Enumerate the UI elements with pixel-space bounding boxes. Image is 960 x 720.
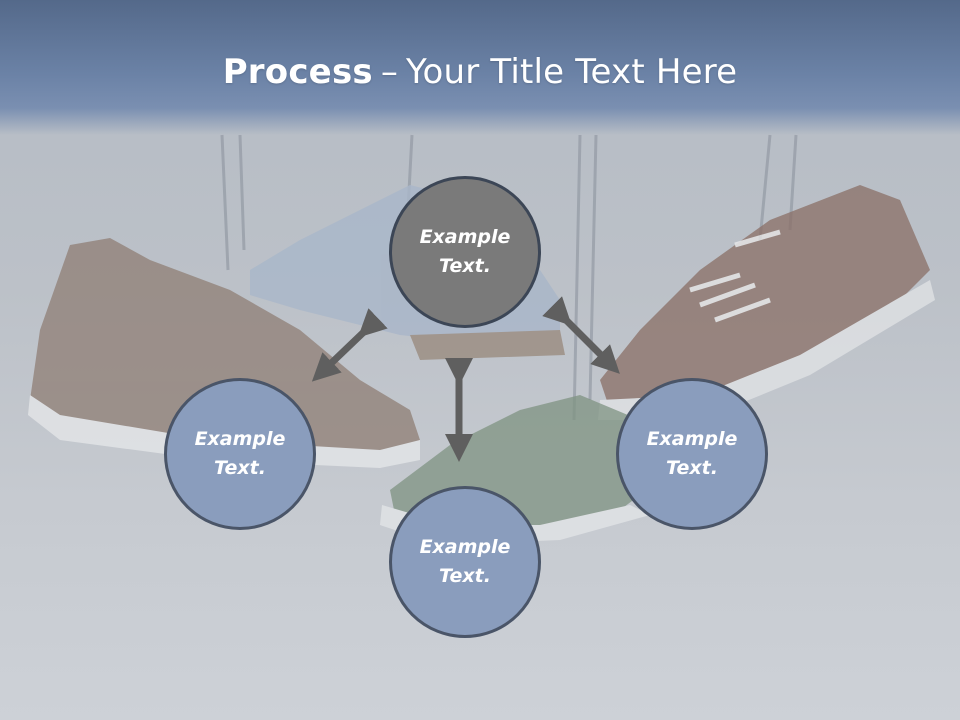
center-circle: Example Text. bbox=[389, 176, 541, 328]
right-circle: Example Text. bbox=[616, 378, 768, 530]
bottom-label: Example Text. bbox=[419, 536, 511, 587]
title-bold: Process bbox=[222, 52, 373, 92]
right-label: Example Text. bbox=[646, 428, 738, 479]
title-bar bbox=[0, 0, 960, 135]
title-separator: – bbox=[380, 52, 399, 92]
center-label: Example Text. bbox=[419, 226, 511, 277]
slide-title: Process–Your Title Text Here bbox=[0, 52, 960, 92]
title-text: Your Title Text Here bbox=[406, 52, 738, 92]
left-circle: Example Text. bbox=[164, 378, 316, 530]
left-label: Example Text. bbox=[194, 428, 286, 479]
bottom-circle: Example Text. bbox=[389, 486, 541, 638]
